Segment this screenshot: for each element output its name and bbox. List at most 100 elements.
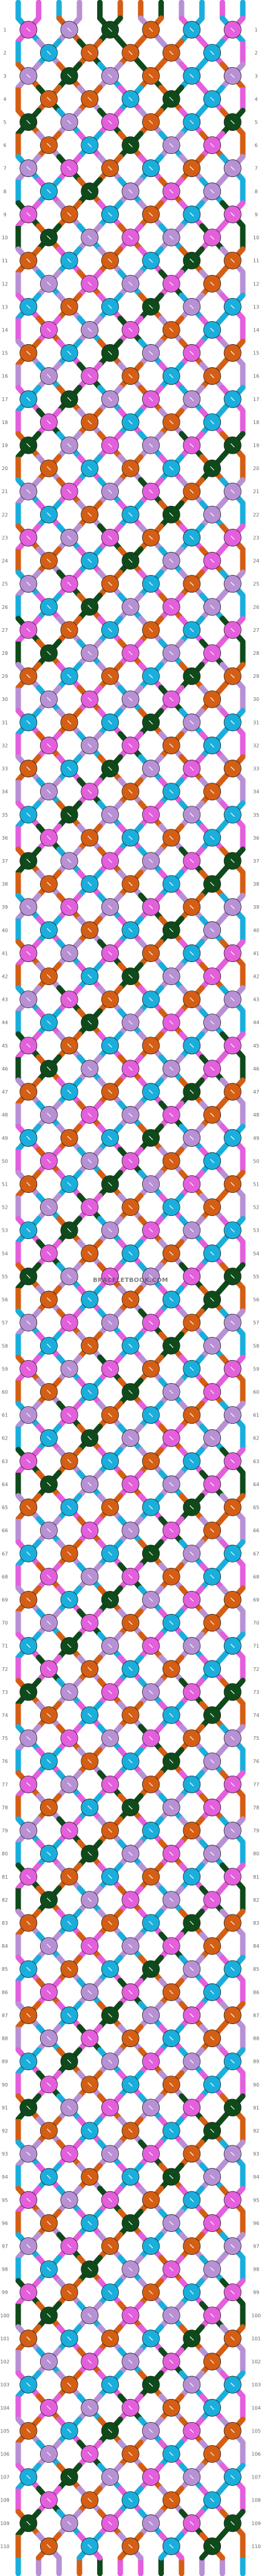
knot-arrow-icon: [210, 2267, 214, 2272]
row-number: 78: [2, 1805, 8, 1810]
knot-arrow-icon: [87, 1020, 92, 1025]
knot-arrow-icon: [210, 2452, 214, 2456]
row-number: 4: [3, 96, 6, 102]
knot-arrow-icon: [210, 1944, 214, 1948]
knot-arrow-icon: [107, 1782, 112, 1787]
knot-arrow-icon: [189, 351, 194, 356]
knot-arrow-icon: [47, 835, 51, 840]
knot-arrow-icon: [149, 951, 154, 955]
row-number: 97: [2, 2244, 8, 2249]
knot-arrow-icon: [189, 1551, 194, 1556]
knot-arrow-icon: [210, 466, 214, 471]
knot-arrow-icon: [87, 281, 92, 286]
knot-arrow-icon: [230, 2428, 235, 2433]
knot-arrow-icon: [107, 2244, 112, 2248]
row-number: 93: [2, 2151, 8, 2157]
row-number: 2: [254, 50, 257, 56]
row-number: 31: [253, 720, 259, 725]
row-number: 80: [253, 1851, 259, 1857]
knot-arrow-icon: [230, 997, 235, 1002]
knot-arrow-icon: [26, 2197, 31, 2202]
knot-arrow-icon: [169, 281, 174, 286]
knot-arrow-icon: [230, 1228, 235, 1233]
knot-arrow-icon: [189, 1828, 194, 1833]
knot-arrow-icon: [169, 1667, 174, 1671]
knot-arrow-icon: [189, 628, 194, 632]
row-number: 103: [0, 2382, 9, 2388]
knot-arrow-icon: [128, 1667, 133, 1671]
row-number: 102: [0, 2359, 9, 2365]
knot-arrow-icon: [107, 1089, 112, 1094]
row-number: 77: [253, 1782, 259, 1787]
knot-arrow-icon: [210, 743, 214, 748]
knot-arrow-icon: [128, 835, 133, 840]
row-number: 5: [3, 119, 6, 125]
knot-arrow-icon: [230, 1089, 235, 1094]
row-number: 110: [251, 2544, 260, 2549]
knot-arrow-icon: [169, 928, 174, 932]
row-number: 9: [3, 212, 6, 217]
row-number: 18: [253, 420, 259, 425]
knot-arrow-icon: [210, 1251, 214, 1256]
knot-arrow-icon: [210, 1574, 214, 1579]
knot-arrow-icon: [128, 2313, 133, 2318]
knot-arrow-icon: [189, 397, 194, 402]
row-number: 86: [253, 1990, 259, 1995]
row-number: 48: [2, 1112, 8, 1118]
knot-arrow-icon: [87, 1944, 92, 1948]
knot-arrow-icon: [169, 143, 174, 148]
knot-arrow-icon: [47, 1805, 51, 1810]
knot-arrow-icon: [47, 1944, 51, 1948]
knot-arrow-icon: [107, 2151, 112, 2156]
row-number: 107: [0, 2475, 9, 2480]
row-number: 83: [253, 1920, 259, 1926]
knot-arrow-icon: [149, 812, 154, 817]
knot-arrow-icon: [87, 881, 92, 886]
knot-arrow-icon: [189, 1135, 194, 1140]
knot-arrow-icon: [47, 1158, 51, 1163]
knot-arrow-icon: [47, 2313, 51, 2318]
knot-arrow-icon: [26, 397, 31, 402]
row-number: 62: [2, 1436, 8, 1441]
row-number: 77: [2, 1782, 8, 1787]
knot-arrow-icon: [26, 951, 31, 955]
knot-arrow-icon: [26, 1644, 31, 1648]
row-number: 99: [253, 2290, 259, 2295]
knot-arrow-icon: [26, 2382, 31, 2387]
knot-arrow-icon: [67, 120, 72, 124]
row-number: 69: [253, 1597, 259, 1602]
row-number: 75: [253, 1736, 259, 1741]
row-number: 17: [2, 397, 8, 402]
knot-arrow-icon: [149, 628, 154, 632]
knot-arrow-icon: [87, 2128, 92, 2133]
knot-arrow-icon: [210, 2036, 214, 2040]
knot-arrow-icon: [107, 2105, 112, 2110]
knot-arrow-icon: [128, 651, 133, 656]
knot-arrow-icon: [230, 397, 235, 402]
row-number: 54: [2, 1251, 8, 1256]
row-number: 51: [2, 1182, 8, 1187]
knot-arrow-icon: [230, 489, 235, 494]
knot-arrow-icon: [230, 1828, 235, 1833]
knot-arrow-icon: [87, 466, 92, 471]
knot-arrow-icon: [189, 1182, 194, 1186]
knot-arrow-icon: [107, 304, 112, 309]
knot-arrow-icon: [169, 743, 174, 748]
knot-arrow-icon: [107, 166, 112, 171]
knot-arrow-icon: [149, 120, 154, 124]
knot-arrow-icon: [107, 997, 112, 1002]
knot-arrow-icon: [169, 189, 174, 194]
knot-arrow-icon: [67, 582, 72, 586]
knot-arrow-icon: [67, 2105, 72, 2110]
knot-arrow-icon: [189, 2382, 194, 2387]
row-number: 64: [2, 1482, 8, 1487]
row-number: 94: [2, 2174, 8, 2180]
row-number: 58: [2, 1343, 8, 1349]
knot-arrow-icon: [189, 1089, 194, 1094]
knot-arrow-icon: [169, 466, 174, 471]
row-number: 107: [251, 2475, 260, 2480]
row-number: 63: [2, 1459, 8, 1464]
row-number: 7: [254, 166, 257, 171]
knot-arrow-icon: [230, 1459, 235, 1464]
knot-arrow-icon: [169, 974, 174, 978]
